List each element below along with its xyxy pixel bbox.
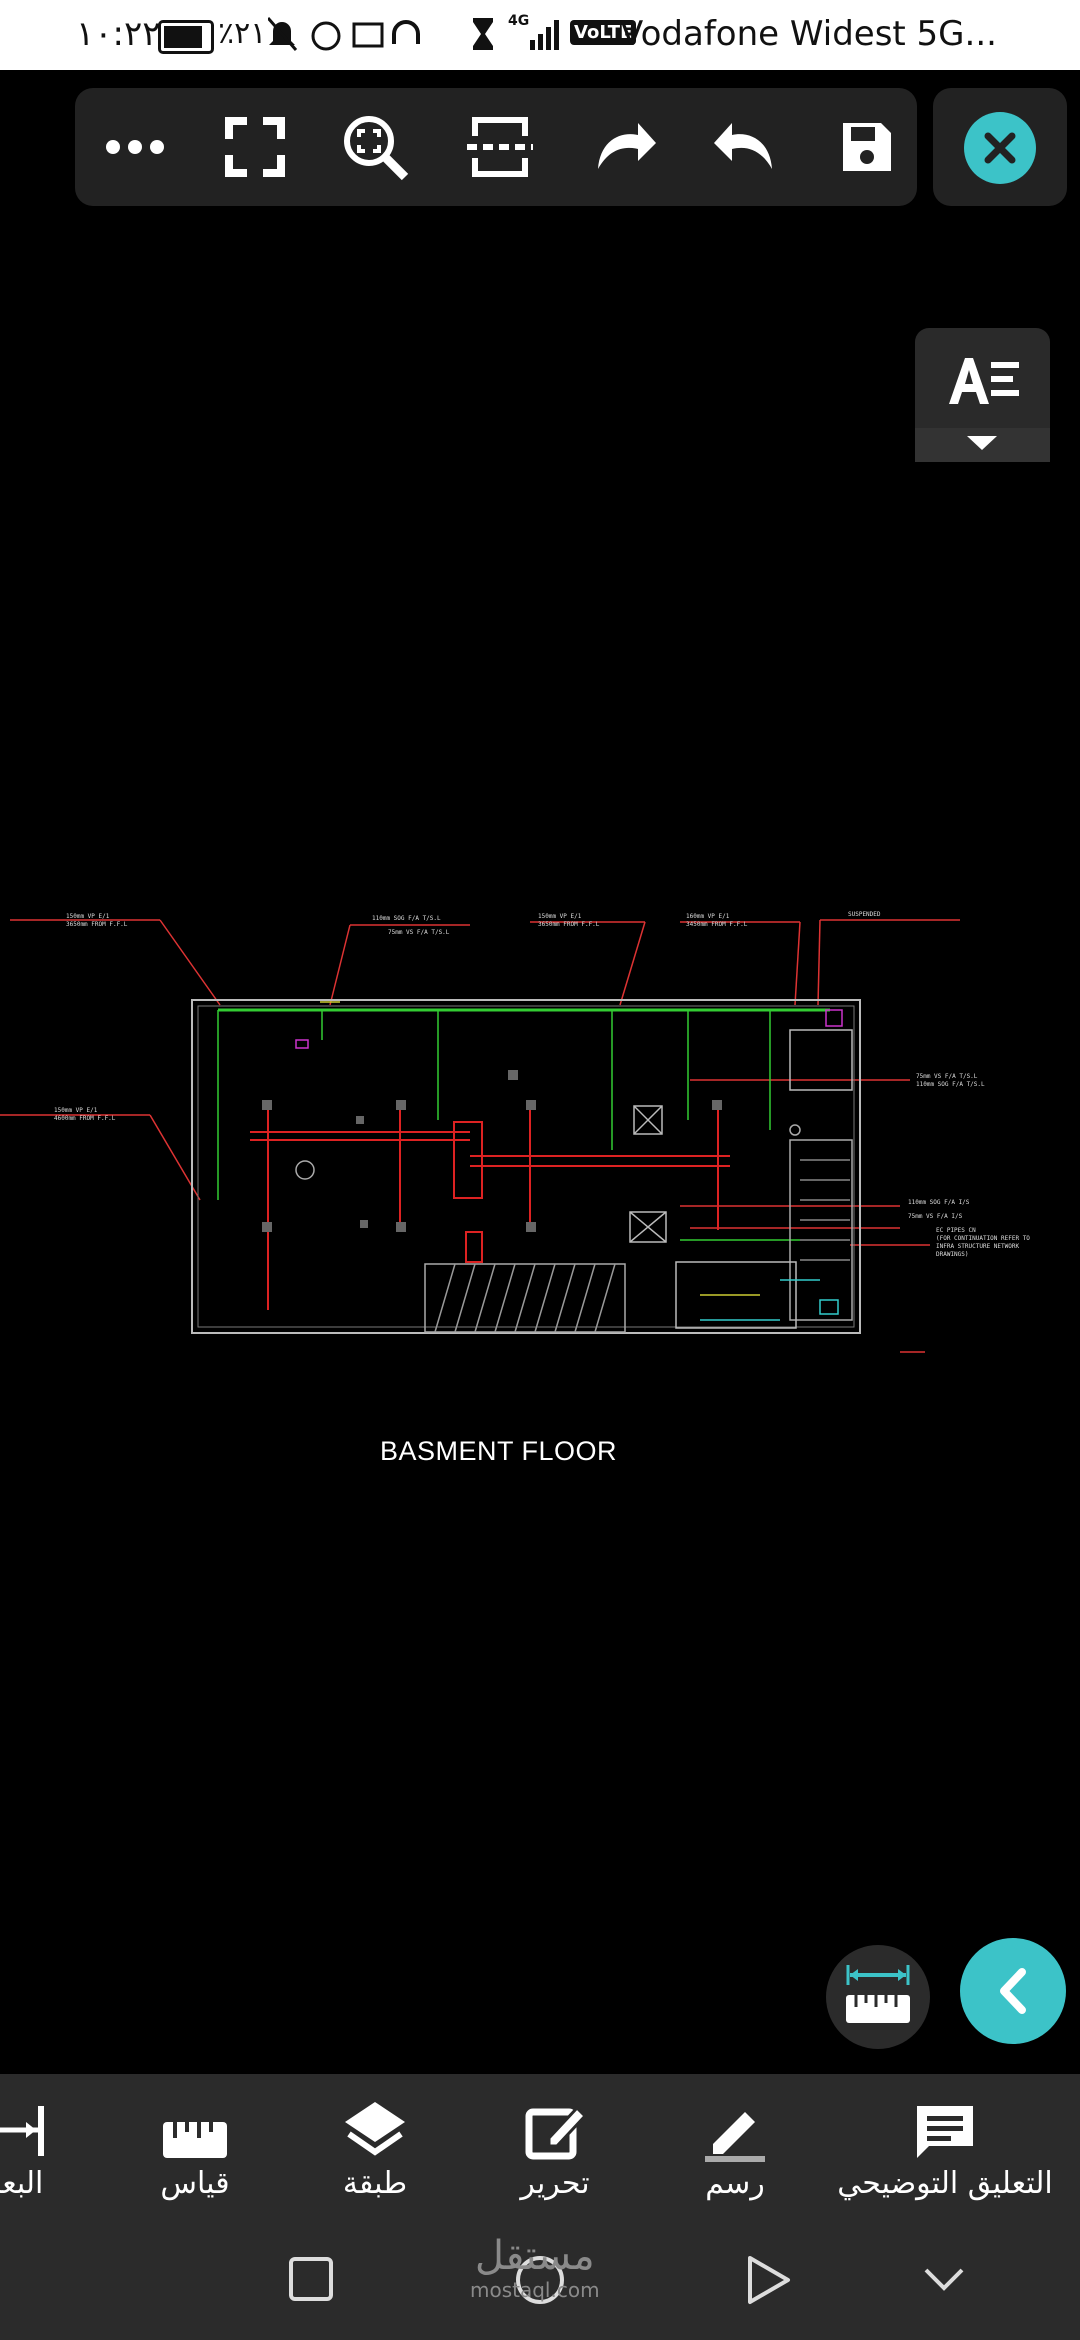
svg-text:75mm VS F/A I/S: 75mm VS F/A I/S	[908, 1213, 963, 1220]
more-button[interactable]	[90, 102, 180, 192]
watermark-latin: mostaql.com	[470, 2278, 600, 2302]
tab-annotation[interactable]: التعليق التوضيحي	[837, 2074, 1053, 2220]
save-button[interactable]	[822, 102, 912, 192]
svg-text:75mm VS F/A T/S.L: 75mm VS F/A T/S.L	[916, 1073, 978, 1080]
chevron-down-icon[interactable]	[922, 2264, 966, 2294]
tab-label: قياس	[160, 2166, 230, 2201]
volte-badge: VoLTE	[570, 20, 637, 45]
comment-icon	[917, 2106, 973, 2158]
svg-text:110mm SOG F/A T/S.L: 110mm SOG F/A T/S.L	[916, 1081, 985, 1088]
drawing-title: BASMENT FLOOR	[380, 1436, 618, 1466]
undo-button[interactable]	[700, 102, 790, 192]
fullscreen-button[interactable]	[210, 102, 300, 192]
svg-text:4600mm FROM F.F.L: 4600mm FROM F.F.L	[54, 1115, 116, 1122]
dimension-icon	[0, 2106, 44, 2156]
frame-icon	[467, 117, 533, 177]
svg-text:DRAWINGS): DRAWINGS)	[936, 1251, 969, 1258]
tab-label: التعليق التوضيحي	[837, 2166, 1053, 2201]
svg-text:3450mm FROM F.F.L: 3450mm FROM F.F.L	[686, 921, 748, 928]
hourglass-icon	[473, 18, 493, 50]
tab-edit[interactable]: تحرير	[500, 2074, 610, 2220]
redo-icon	[598, 123, 656, 169]
svg-text:EC PIPES CN: EC PIPES CN	[936, 1227, 976, 1234]
more-icon	[106, 140, 164, 154]
measure-button[interactable]	[826, 1945, 930, 2049]
tab-label: البعد	[0, 2166, 44, 2201]
undo-icon	[714, 123, 772, 169]
watermark: مستقل mostaql.com	[470, 2234, 600, 2302]
battery-icon	[158, 20, 214, 54]
layers-icon	[345, 2102, 405, 2156]
back-triangle-icon[interactable]	[744, 2254, 794, 2306]
collapse-panel-button[interactable]	[960, 1938, 1066, 2044]
svg-text:150mm VP E/1: 150mm VP E/1	[538, 913, 582, 920]
status-icons	[268, 17, 420, 51]
recents-icon[interactable]	[288, 2256, 334, 2302]
status-time: ١٠:٢٢	[76, 14, 161, 54]
tab-draw[interactable]: رسم	[680, 2074, 790, 2220]
system-nav-bar	[0, 2220, 1080, 2340]
carrier-name: Vodafone Widest 5G...	[620, 14, 997, 54]
tab-measure[interactable]: قياس	[140, 2074, 250, 2220]
ruler-measure-icon	[846, 1965, 910, 2023]
svg-text:110mm SOG F/A I/S: 110mm SOG F/A I/S	[908, 1199, 970, 1206]
bottom-tool-bar: التعليق التوضيحي رسم تحرير طبقة قياس	[0, 2074, 1080, 2220]
chevron-left-icon	[1000, 1968, 1026, 2014]
redo-button[interactable]	[580, 102, 670, 192]
svg-text:75mm VS F/A T/S.L: 75mm VS F/A T/S.L	[388, 929, 450, 936]
save-icon	[843, 123, 891, 171]
svg-text:110mm SOG F/A T/S.L: 110mm SOG F/A T/S.L	[372, 915, 441, 922]
signal-icon	[530, 20, 559, 50]
svg-text:160mm VP E/1: 160mm VP E/1	[686, 913, 730, 920]
tab-dimension[interactable]: البعد	[0, 2074, 50, 2220]
pencil-icon	[705, 2112, 765, 2162]
edit-icon	[525, 2105, 587, 2160]
network-type: 4G	[508, 13, 530, 29]
svg-text:150mm VP E/1: 150mm VP E/1	[54, 1107, 98, 1114]
fullscreen-icon	[225, 117, 285, 177]
close-button[interactable]	[964, 112, 1036, 184]
ruler-icon	[163, 2122, 227, 2158]
tab-layer[interactable]: طبقة	[320, 2074, 430, 2220]
svg-text:150mm VP E/1: 150mm VP E/1	[66, 913, 110, 920]
svg-text:INFRA STRUCTURE NETWORK: INFRA STRUCTURE NETWORK	[936, 1243, 1019, 1250]
home-icon[interactable]	[514, 2254, 566, 2306]
status-bar: ١٠:٢٢ ٪٢١ 4G VoLTE Vodafone Widest 5G...	[0, 0, 1080, 70]
text-style-icon	[915, 358, 1050, 462]
watermark-arabic: مستقل	[474, 2233, 595, 2279]
close-icon	[984, 132, 1016, 164]
tab-label: رسم	[705, 2166, 765, 2201]
tab-label: تحرير	[520, 2166, 590, 2201]
svg-text:SUSPENDED: SUSPENDED	[848, 911, 881, 918]
top-toolbar	[75, 88, 917, 206]
svg-text:3650mm FROM F.F.L: 3650mm FROM F.F.L	[538, 921, 600, 928]
view-frame-button[interactable]	[455, 102, 545, 192]
svg-text:(FOR CONTINUATION REFER TO: (FOR CONTINUATION REFER TO	[936, 1235, 1030, 1242]
tab-label: طبقة	[342, 2166, 408, 2201]
battery-percent: ٪٢١	[218, 16, 267, 51]
zoom-fit-icon	[344, 116, 409, 181]
zoom-extents-button[interactable]	[330, 102, 420, 192]
text-style-button[interactable]	[915, 328, 1050, 462]
svg-text:3650mm FROM F.F.L: 3650mm FROM F.F.L	[66, 921, 128, 928]
